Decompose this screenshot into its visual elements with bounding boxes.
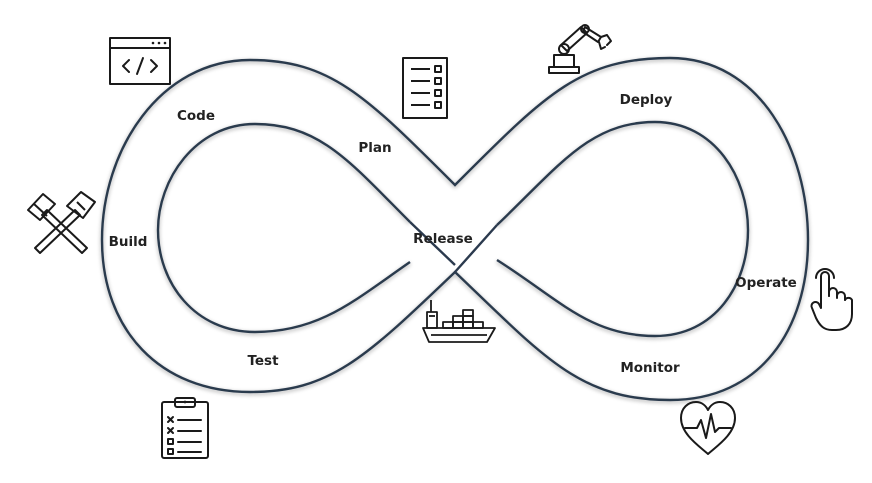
stage-label-plan: Plan (358, 140, 392, 156)
cargo-ship-icon (421, 298, 497, 346)
loop-outer-edge (100, 56, 810, 402)
stage-label-monitor: Monitor (620, 360, 680, 376)
heart-pulse-icon (679, 400, 737, 456)
stage-label-release: Release (413, 231, 473, 247)
loop-cross-edge-a (409, 221, 456, 266)
stage-label-test: Test (247, 353, 279, 369)
code-window-icon (109, 37, 171, 85)
loop-inner-left-edge (156, 122, 411, 334)
stage-label-build: Build (108, 234, 148, 250)
robot-arm-icon (547, 23, 617, 75)
touch-hand-icon (810, 266, 854, 332)
checklist-document-icon (402, 57, 448, 119)
stage-label-deploy: Deploy (619, 92, 673, 108)
clipboard-checklist-icon (161, 397, 209, 459)
loop-inner-right-edge (496, 120, 750, 338)
stage-label-operate: Operate (735, 275, 797, 291)
hammers-icon (25, 190, 97, 256)
stage-label-code: Code (176, 108, 216, 124)
loop-cross-edge-b (454, 224, 498, 273)
